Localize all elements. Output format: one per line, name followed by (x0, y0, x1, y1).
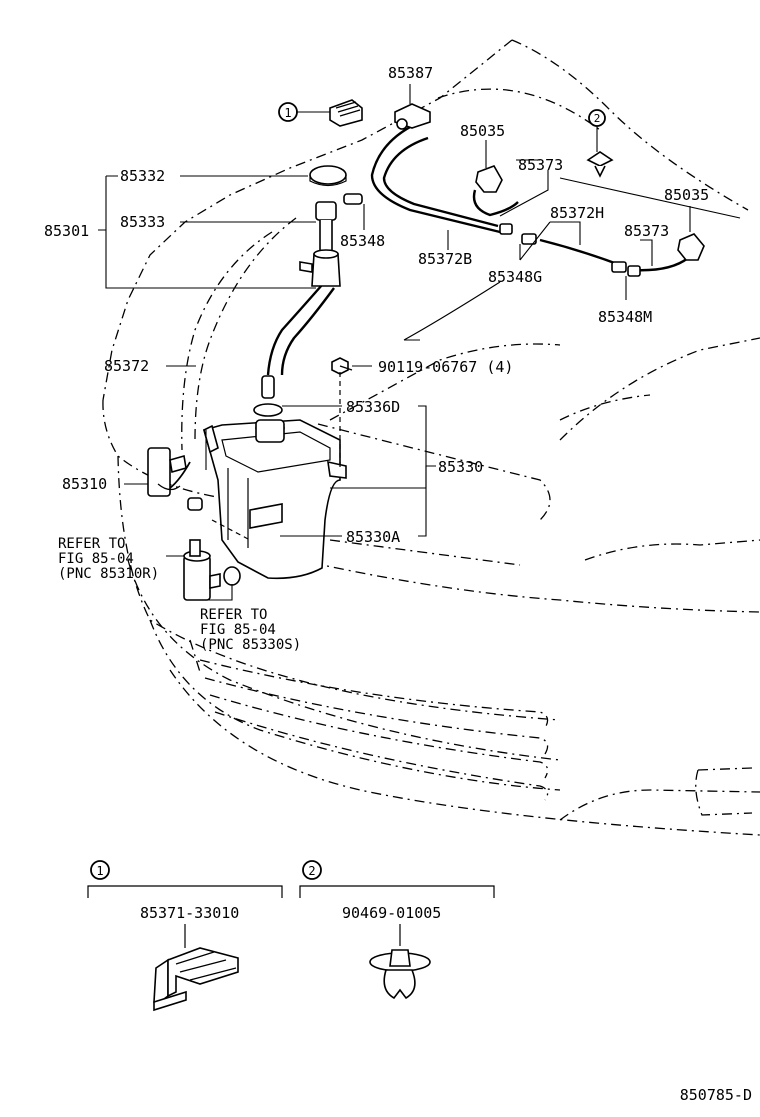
ref1-line1: REFER TO (58, 536, 125, 552)
label-85372B: 85372B (418, 250, 472, 268)
label-85336D: 85336D (346, 398, 400, 416)
label-85310: 85310 (62, 475, 107, 493)
label-85372H: 85372H (550, 204, 604, 222)
part-clip-85387 (394, 103, 431, 130)
part-clip-callout1 (329, 99, 363, 127)
part-inlet-85333 (299, 201, 341, 287)
figure-id: 850785-D (680, 1086, 752, 1104)
label-85348G: 85348G (488, 268, 542, 286)
vehicle-outline (102, 39, 760, 836)
callout-2-num: 2 (594, 112, 601, 125)
detail-2-part: 90469-01005 (342, 904, 441, 922)
part-bolt-90119 (331, 357, 353, 375)
part-motor-85310R (183, 539, 221, 601)
ref2-line1: REFER TO (200, 607, 267, 623)
label-85035-left: 85035 (460, 122, 505, 140)
washer-hoses (169, 120, 689, 489)
label-85332: 85332 (120, 167, 165, 185)
part-nozzle-85035-right (677, 233, 705, 261)
part-clip-callout2 (586, 151, 614, 178)
label-85301: 85301 (44, 222, 89, 240)
ref1-line2: FIG 85-04 (58, 551, 134, 567)
label-85330: 85330 (438, 458, 483, 476)
label-85373-top: 85373 (518, 156, 563, 174)
ref2-line2: FIG 85-04 (200, 622, 276, 638)
detail-1-part: 85371-33010 (140, 904, 239, 922)
callout-1: 1 (278, 102, 298, 122)
part-cap-85332 (309, 165, 347, 187)
label-85348M: 85348M (598, 308, 652, 326)
ref1-line3: (PNC 85310R) (58, 566, 159, 582)
detail-box-1: 1 85371-33010 (87, 860, 283, 1012)
part-check-valve-85348 (343, 193, 363, 205)
part-grommet-85336D (253, 375, 283, 417)
part-joint-85348M (611, 261, 641, 277)
part-grommet-85330S (223, 566, 241, 586)
ref2-line3: (PNC 85330S) (200, 637, 301, 653)
detail-2-num: 2 (308, 864, 315, 878)
label-85330A: 85330A (346, 528, 400, 546)
detail-box-2: 2 90469-01005 (299, 860, 495, 1000)
part-tank-85330 (203, 419, 347, 580)
reference-note-85310R: REFER TO FIG 85-04 (PNC 85310R) (58, 536, 159, 582)
label-85372: 85372 (104, 357, 149, 375)
label-85348: 85348 (340, 232, 385, 250)
part-nozzle-85035-left (475, 165, 503, 193)
callout-1-num: 1 (284, 106, 291, 120)
part-joint-85348G (499, 223, 537, 245)
label-85333: 85333 (120, 213, 165, 231)
part-motor-85310 (147, 447, 187, 497)
callout-2: 2 (588, 109, 606, 127)
leader-lines (98, 84, 741, 601)
reference-note-85330S: REFER TO FIG 85-04 (PNC 85330S) (200, 607, 301, 653)
detail-1-num: 1 (96, 864, 103, 878)
part-labels: 85387 85035 85373 85035 85332 85301 8533… (44, 64, 709, 546)
label-85035-right: 85035 (664, 186, 709, 204)
label-85373-right: 85373 (624, 222, 669, 240)
label-85387: 85387 (388, 64, 433, 82)
part-grommet-85330A (187, 497, 251, 541)
label-90119: 90119-06767 (4) (378, 358, 513, 376)
